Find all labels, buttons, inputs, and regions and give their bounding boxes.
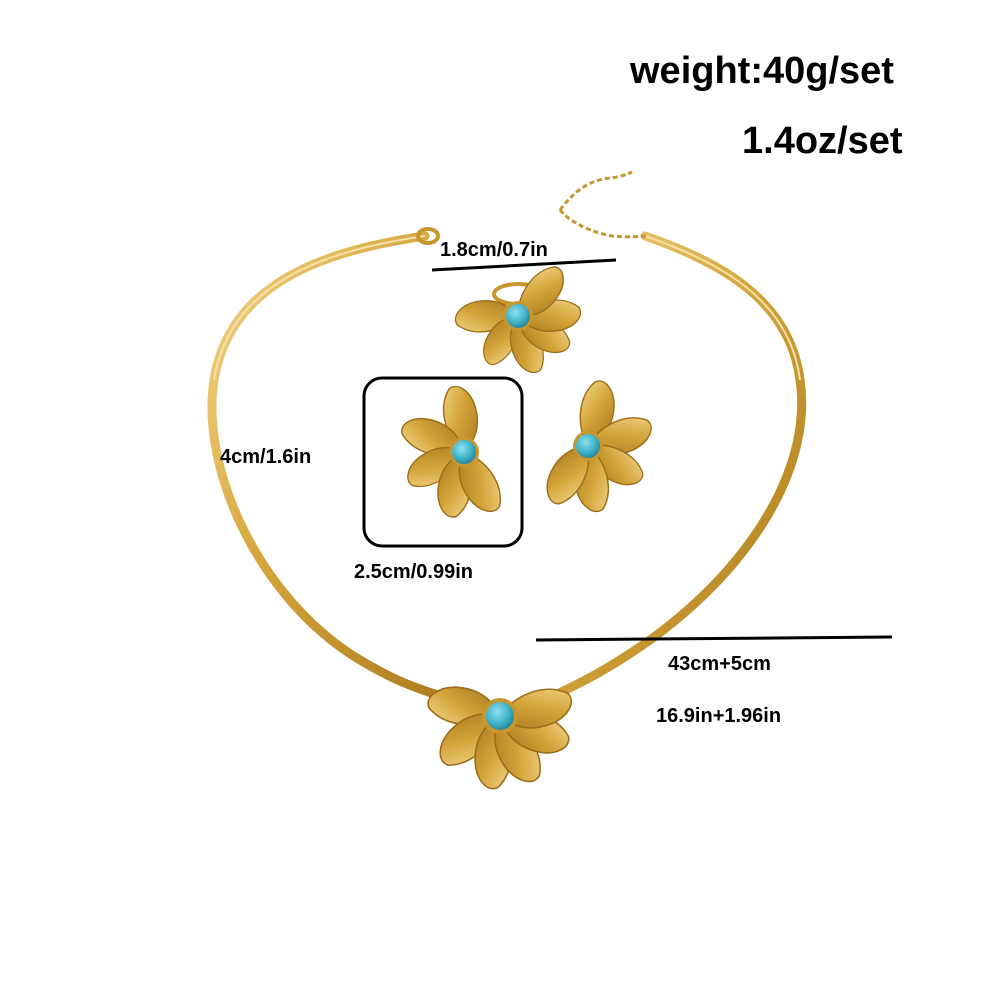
earring-left: [396, 382, 510, 521]
earring-measure-box: [362, 376, 524, 548]
necklace-length-in-label: 16.9in+1.96in: [656, 705, 782, 727]
earring-height-label: 4cm/1.6in: [220, 446, 312, 468]
necklace-clasp: [416, 170, 649, 245]
necklace-length-cm-label: 43cm+5cm: [668, 653, 771, 675]
earring-width-label: 2.5cm/0.99in: [354, 561, 473, 583]
ring-width-label: 1.8cm/0.7in: [440, 239, 548, 261]
ring-measure-line: [431, 258, 617, 272]
weight-ounces-label: 1.4oz/set: [742, 120, 903, 162]
weight-grams-label: weight:40g/set: [630, 50, 894, 92]
necklace-chain: [207, 231, 807, 710]
ring: [453, 259, 583, 379]
necklace-pendant: [424, 681, 577, 791]
necklace-measure-line: [535, 635, 893, 642]
turquoise-stone-icon: [576, 434, 600, 458]
turquoise-stone-icon: [486, 702, 514, 730]
turquoise-stone-icon: [452, 440, 476, 464]
turquoise-stone-icon: [506, 304, 530, 328]
earring-right: [537, 377, 658, 516]
